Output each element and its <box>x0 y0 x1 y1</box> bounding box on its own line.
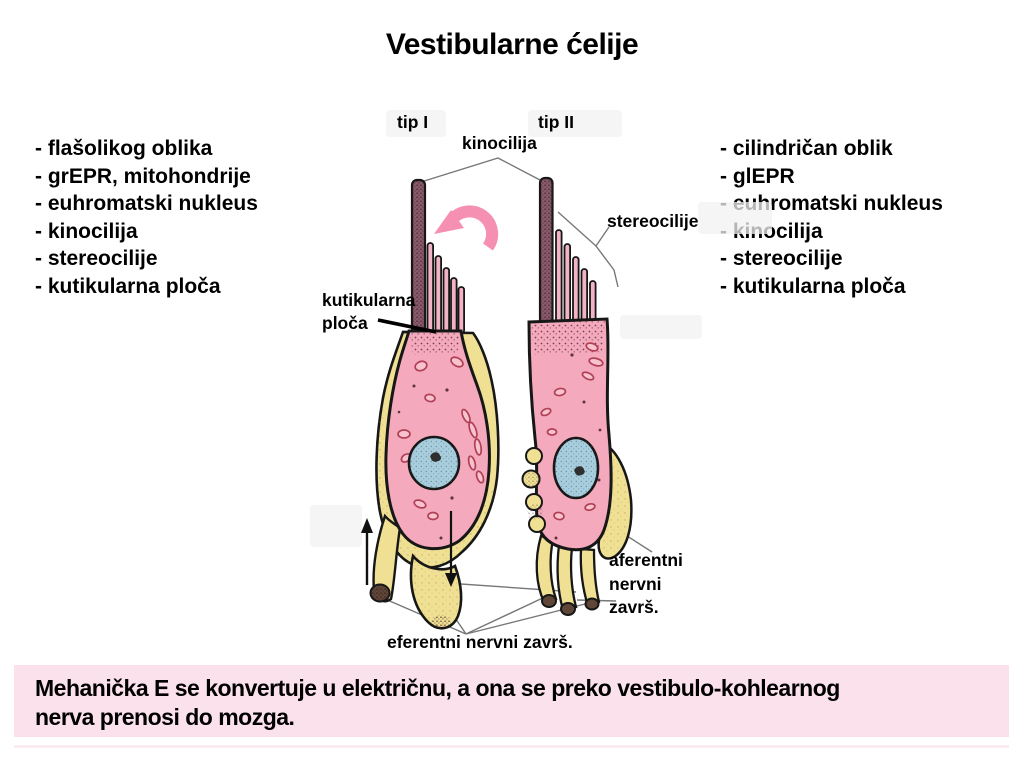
label-background-patch <box>528 110 622 137</box>
tip2-label: tip II <box>538 112 574 132</box>
list-item: - kinocilija <box>35 219 138 243</box>
tip1-label: tip I <box>397 112 429 132</box>
chromatin-dots <box>397 384 454 540</box>
list-item: - stereocilije <box>720 247 843 270</box>
footer-banner: Mehanička E se konvertuje u električnu, … <box>14 665 1009 737</box>
list-item: - stereocilije <box>35 247 158 270</box>
background-patch <box>620 315 702 339</box>
list-item: - grEPR, mitohondrije <box>35 164 251 188</box>
list-item: - flašolikog oblika <box>35 137 213 160</box>
rotation-arrow <box>434 205 499 251</box>
list-item: - kutikularna ploča <box>720 274 906 298</box>
type1-characteristics-list: - flašolikog oblika - grEPR, mitohondrij… <box>35 135 258 300</box>
list-item: - kutikularna ploča <box>35 274 221 298</box>
efferent-boutons <box>521 447 546 533</box>
organelles <box>397 356 485 521</box>
stereocilia <box>426 242 465 334</box>
vestibular-cells-illustration <box>361 157 653 635</box>
footer-text: Mehanička E se konvertuje u električnu, … <box>35 675 840 730</box>
organelles <box>540 342 604 521</box>
cuticular-plate-pointer <box>377 318 437 334</box>
cuticular-plate-label: kutikularna ploča <box>322 290 416 333</box>
list-item: - euhromatski nukleus <box>35 192 258 215</box>
list-item: - cilindričan oblik <box>720 137 893 160</box>
stalk-tip-shading <box>431 615 451 629</box>
nucleolus <box>430 452 442 462</box>
list-item: - glEPR <box>720 164 795 188</box>
slide-title: Vestibularne ćelije <box>385 28 639 61</box>
stereocilia-label: stereocilije <box>607 211 699 231</box>
tip2-cell <box>521 176 633 616</box>
stereocilia <box>555 229 597 325</box>
background-patch <box>698 202 772 234</box>
chromatin-dots <box>554 353 602 540</box>
list-item: - euhromatski nukleus <box>720 192 943 215</box>
footer-underline <box>14 745 1009 748</box>
nucleolus <box>574 466 585 476</box>
tip1-cell <box>369 178 500 630</box>
kinocilia-label: kinocilija <box>462 133 537 153</box>
afferent-nerve-label: aferentni nervni završ. <box>609 550 683 617</box>
nerve-stalks <box>535 534 601 616</box>
label-background-patch <box>386 110 446 137</box>
cuticular-plate <box>409 332 461 355</box>
efferent-nerve-label: eferentni nervni završ. <box>387 632 573 652</box>
background-patch <box>310 505 362 547</box>
direction-arrows <box>361 511 457 587</box>
